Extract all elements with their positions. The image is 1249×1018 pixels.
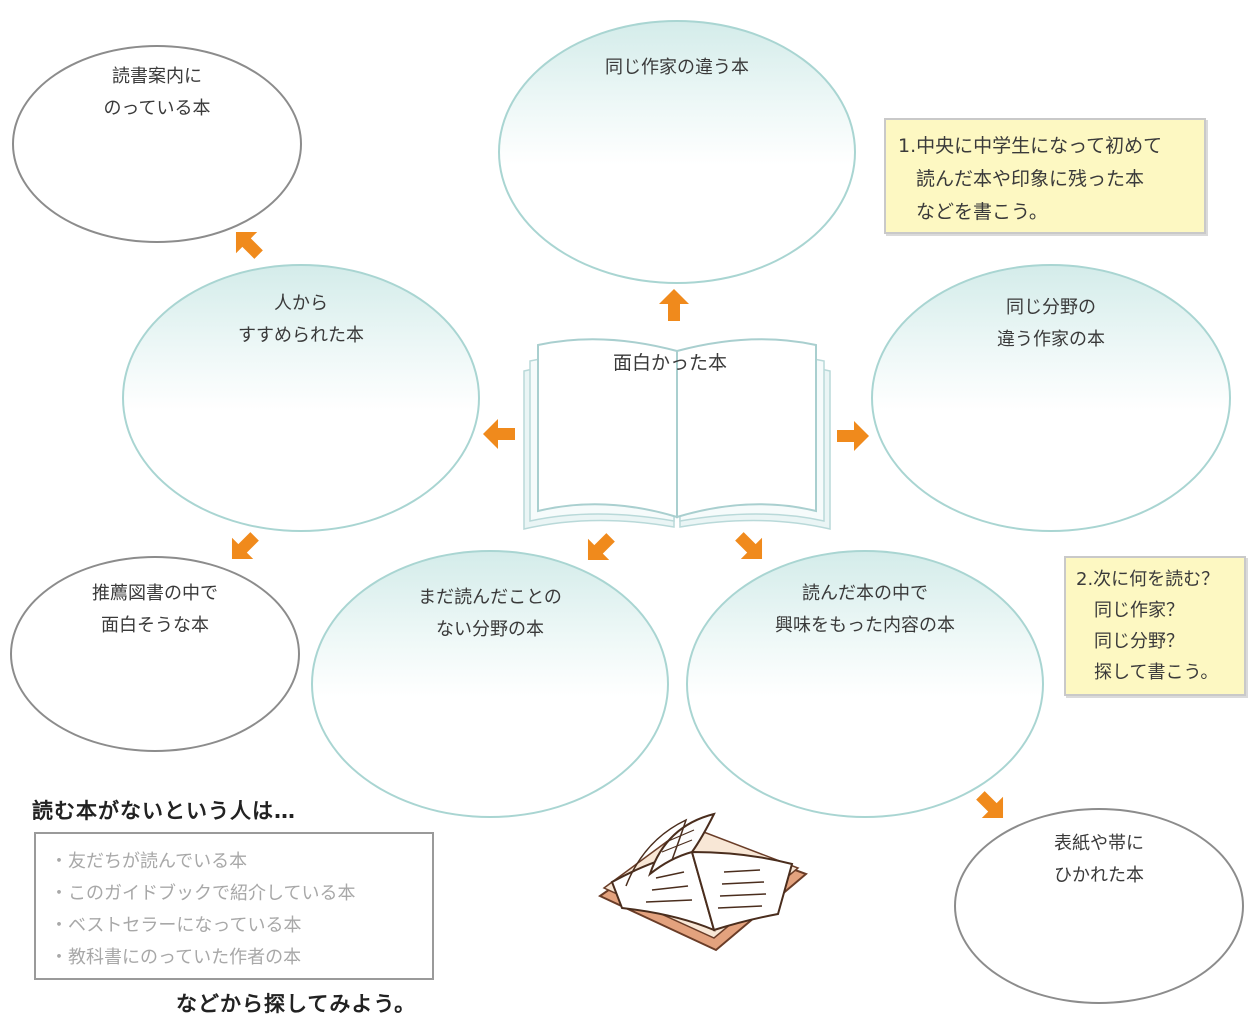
bubble-interesting-line-2: 興味をもった内容の本	[775, 615, 955, 636]
bubble-same-genre-line-2: 違う作家の本	[997, 329, 1105, 350]
note-2-line-3: 同じ分野？	[1094, 631, 1184, 652]
arrow-down-left	[577, 526, 622, 571]
bubble-new-genre: まだ読んだことの ない分野の本	[311, 550, 669, 818]
bubble-same-genre: 同じ分野の 違う作家の本	[871, 264, 1231, 532]
tips-item: ・このガイドブックで紹介している本	[50, 883, 356, 904]
bubble-recommended-line-1: 人から	[274, 293, 328, 314]
note-2-line-4: 探して書こう。	[1094, 662, 1219, 683]
tips-item: ・ベストセラーになっている本	[50, 915, 302, 936]
arrow-to-cover	[969, 784, 1014, 829]
note-1-line-3: などを書こう。	[916, 201, 1048, 223]
tips-list: ・友だちが読んでいる本 ・このガイドブックで紹介している本 ・ベストセラーになっ…	[34, 832, 434, 980]
bubble-interesting: 読んだ本の中で 興味をもった内容の本	[686, 550, 1044, 818]
bubble-cover-line-1: 表紙や帯に	[1054, 833, 1144, 854]
bubble-reading-guide-line-1: 読書案内に	[112, 66, 202, 87]
arrow-to-recommended-list	[221, 525, 266, 570]
bubble-cover-line-2: ひかれた本	[1054, 865, 1144, 886]
bubble-recommended-line-2: すすめられた本	[238, 325, 364, 346]
tips-heading: 読む本がないという人は…	[32, 799, 296, 823]
arrow-right	[837, 421, 869, 451]
bubble-reading-guide-line-2: のっている本	[103, 98, 211, 119]
note-1-line-1: 1.中央に中学生になって初めて	[898, 135, 1163, 157]
tips-item: ・友だちが読んでいる本	[50, 851, 248, 872]
bubble-same-author-line-1: 同じ作家の違う本	[605, 57, 749, 78]
bubble-recommended-list: 推薦図書の中で 面白そうな本	[10, 556, 300, 752]
tips-item: ・教科書にのっていた作者の本	[50, 947, 302, 968]
arrow-up	[659, 289, 689, 321]
note-2: 2.次に何を読む？ 同じ作家？ 同じ分野？ 探して書こう。	[1064, 556, 1246, 696]
note-2-line-1: 2.次に何を読む？	[1076, 569, 1220, 590]
bubble-recommended-list-line-2: 面白そうな本	[101, 615, 209, 636]
tips-footer: などから探してみよう。	[176, 992, 417, 1016]
arrow-left	[483, 419, 515, 449]
bubble-new-genre-line-2: ない分野の本	[436, 619, 544, 640]
bubble-interesting-line-1: 読んだ本の中で	[802, 583, 928, 604]
bubble-same-genre-line-1: 同じ分野の	[1006, 297, 1096, 318]
note-1-line-2: 読んだ本や印象に残った本	[916, 168, 1145, 190]
bubble-new-genre-line-1: まだ読んだことの	[418, 587, 562, 608]
open-book-icon	[523, 338, 831, 530]
bubble-same-author: 同じ作家の違う本	[498, 20, 856, 284]
bubble-recommended-list-line-1: 推薦図書の中で	[92, 583, 218, 604]
bubble-recommended: 人から すすめられた本	[122, 264, 480, 532]
note-1: 1.中央に中学生になって初めて 読んだ本や印象に残った本 などを書こう。	[884, 118, 1206, 234]
bubble-reading-guide: 読書案内に のっている本	[12, 45, 302, 243]
bubble-cover: 表紙や帯に ひかれた本	[954, 808, 1244, 1004]
book-illustration-icon	[598, 812, 808, 952]
center-book-label: 面白かった本	[612, 352, 727, 374]
note-2-line-2: 同じ作家？	[1094, 600, 1184, 621]
